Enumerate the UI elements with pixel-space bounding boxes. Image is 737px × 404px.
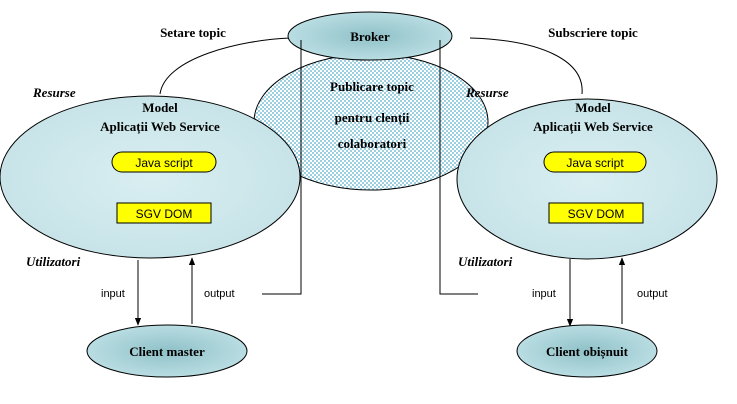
setare-topic-label: Setare topic [160,25,226,40]
left-sgv-dom-label: SGV DOM [136,207,193,221]
left-model-line-1: Model [142,100,178,115]
right-javascript-label: Java script [566,156,624,170]
left-resurse-label: Resurse [32,85,76,100]
publish-line-1: Publicare topic [330,79,414,94]
broker-ellipse [287,11,453,61]
right-model-line-1: Model [575,100,611,115]
right-javascript-box [543,151,647,173]
left-utilizatori-label: Utilizatori [26,254,81,269]
right-input-label: input [532,288,556,300]
client-obisnuit-label: Client obișnuit [546,344,629,360]
left-model-ellipse [0,95,301,259]
right-resurse-label: Resurse [465,85,509,100]
broker-label: Broker [350,29,390,44]
right-sgv-dom-label: SGV DOM [568,207,625,221]
left-output-label: output [204,288,235,300]
left-model-line-2: Aplicații Web Service [100,119,220,135]
left-input-label: input [101,288,125,300]
client-obisnuit-ellipse [516,324,658,378]
client-master-ellipse [86,324,248,378]
subscriere-topic-arc [469,37,583,95]
client-master-label: Client master [129,344,205,359]
publish-line-3: colaboratori [338,136,407,151]
subscriere-topic-label: Subscriere topic [548,25,638,40]
left-javascript-box [111,151,217,173]
left-javascript-label: Java script [135,156,193,170]
right-model-line-2: Aplicații Web Service [533,119,653,135]
left-output-line [262,40,302,295]
right-output-label: output [637,288,668,300]
left-sgv-dom-box [116,202,212,224]
right-sgv-dom-box [548,202,644,224]
setare-topic-arc [159,37,291,95]
publish-line-2: pentru clenții [335,110,410,126]
right-output-line [439,40,478,295]
right-model-ellipse [456,98,718,260]
right-utilizatori-label: Utilizatori [458,254,513,269]
